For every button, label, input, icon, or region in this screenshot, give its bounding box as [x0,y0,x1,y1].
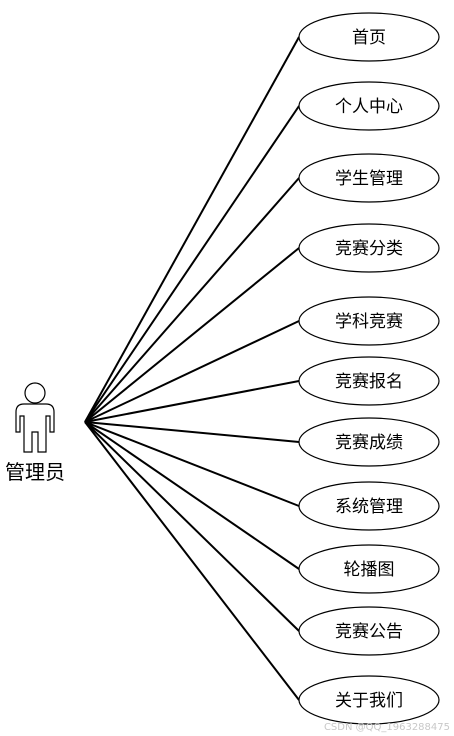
use-case-label: 学生管理 [335,169,403,189]
association-line [84,421,300,632]
use-case-ellipse [298,356,440,406]
use-case-label: 竞赛分类 [335,238,403,259]
actor-body [15,403,55,453]
use-case-ellipse [298,81,440,131]
use-case: 学科竞赛 [298,296,440,346]
association-line [84,36,300,423]
use-case: 首页 [298,12,440,62]
use-case-ellipse [298,544,440,594]
association-line [84,380,300,423]
use-case-ellipse [298,223,440,273]
use-case-label: 关于我们 [335,691,403,711]
use-case-ellipse [298,417,440,467]
use-case-label: 系统管理 [335,497,403,517]
use-case: 系统管理 [298,481,440,531]
use-case-label: 个人中心 [335,97,403,117]
association-line [84,247,300,423]
use-case-group: 首页个人中心学生管理竞赛分类学科竞赛竞赛报名竞赛成绩系统管理轮播图竞赛公告关于我… [298,12,440,725]
use-case-label: 竞赛报名 [335,371,403,392]
use-case-ellipse [298,606,440,656]
use-case-label: 轮播图 [344,560,395,580]
watermark: CSDN @QQ_1963288475 [324,722,450,733]
use-case: 竞赛分类 [298,223,440,273]
association-line [84,421,300,570]
use-case-ellipse [298,296,440,346]
association-line [84,421,300,701]
association-line [84,421,300,507]
use-case-ellipse [298,12,440,62]
use-case: 个人中心 [298,81,440,131]
use-case-label: 竞赛公告 [335,621,403,642]
use-case-ellipse [298,153,440,203]
use-case: 竞赛成绩 [298,417,440,467]
association-line [84,105,300,423]
association-line [84,320,300,423]
use-case: 轮播图 [298,544,440,594]
use-case-label: 首页 [352,28,386,48]
use-case: 竞赛公告 [298,606,440,656]
actor-administrator [15,382,55,453]
use-case: 竞赛报名 [298,356,440,406]
use-case-label: 学科竞赛 [335,311,403,332]
association-line [84,421,300,443]
association-line [84,177,300,423]
actor-label: 管理员 [5,460,65,484]
association-lines [84,36,300,701]
use-case-label: 竞赛成绩 [335,432,403,453]
actor-head [24,382,46,404]
use-case-ellipse [298,481,440,531]
use-case: 关于我们 [298,675,440,725]
use-case: 学生管理 [298,153,440,203]
use-case-ellipse [298,675,440,725]
